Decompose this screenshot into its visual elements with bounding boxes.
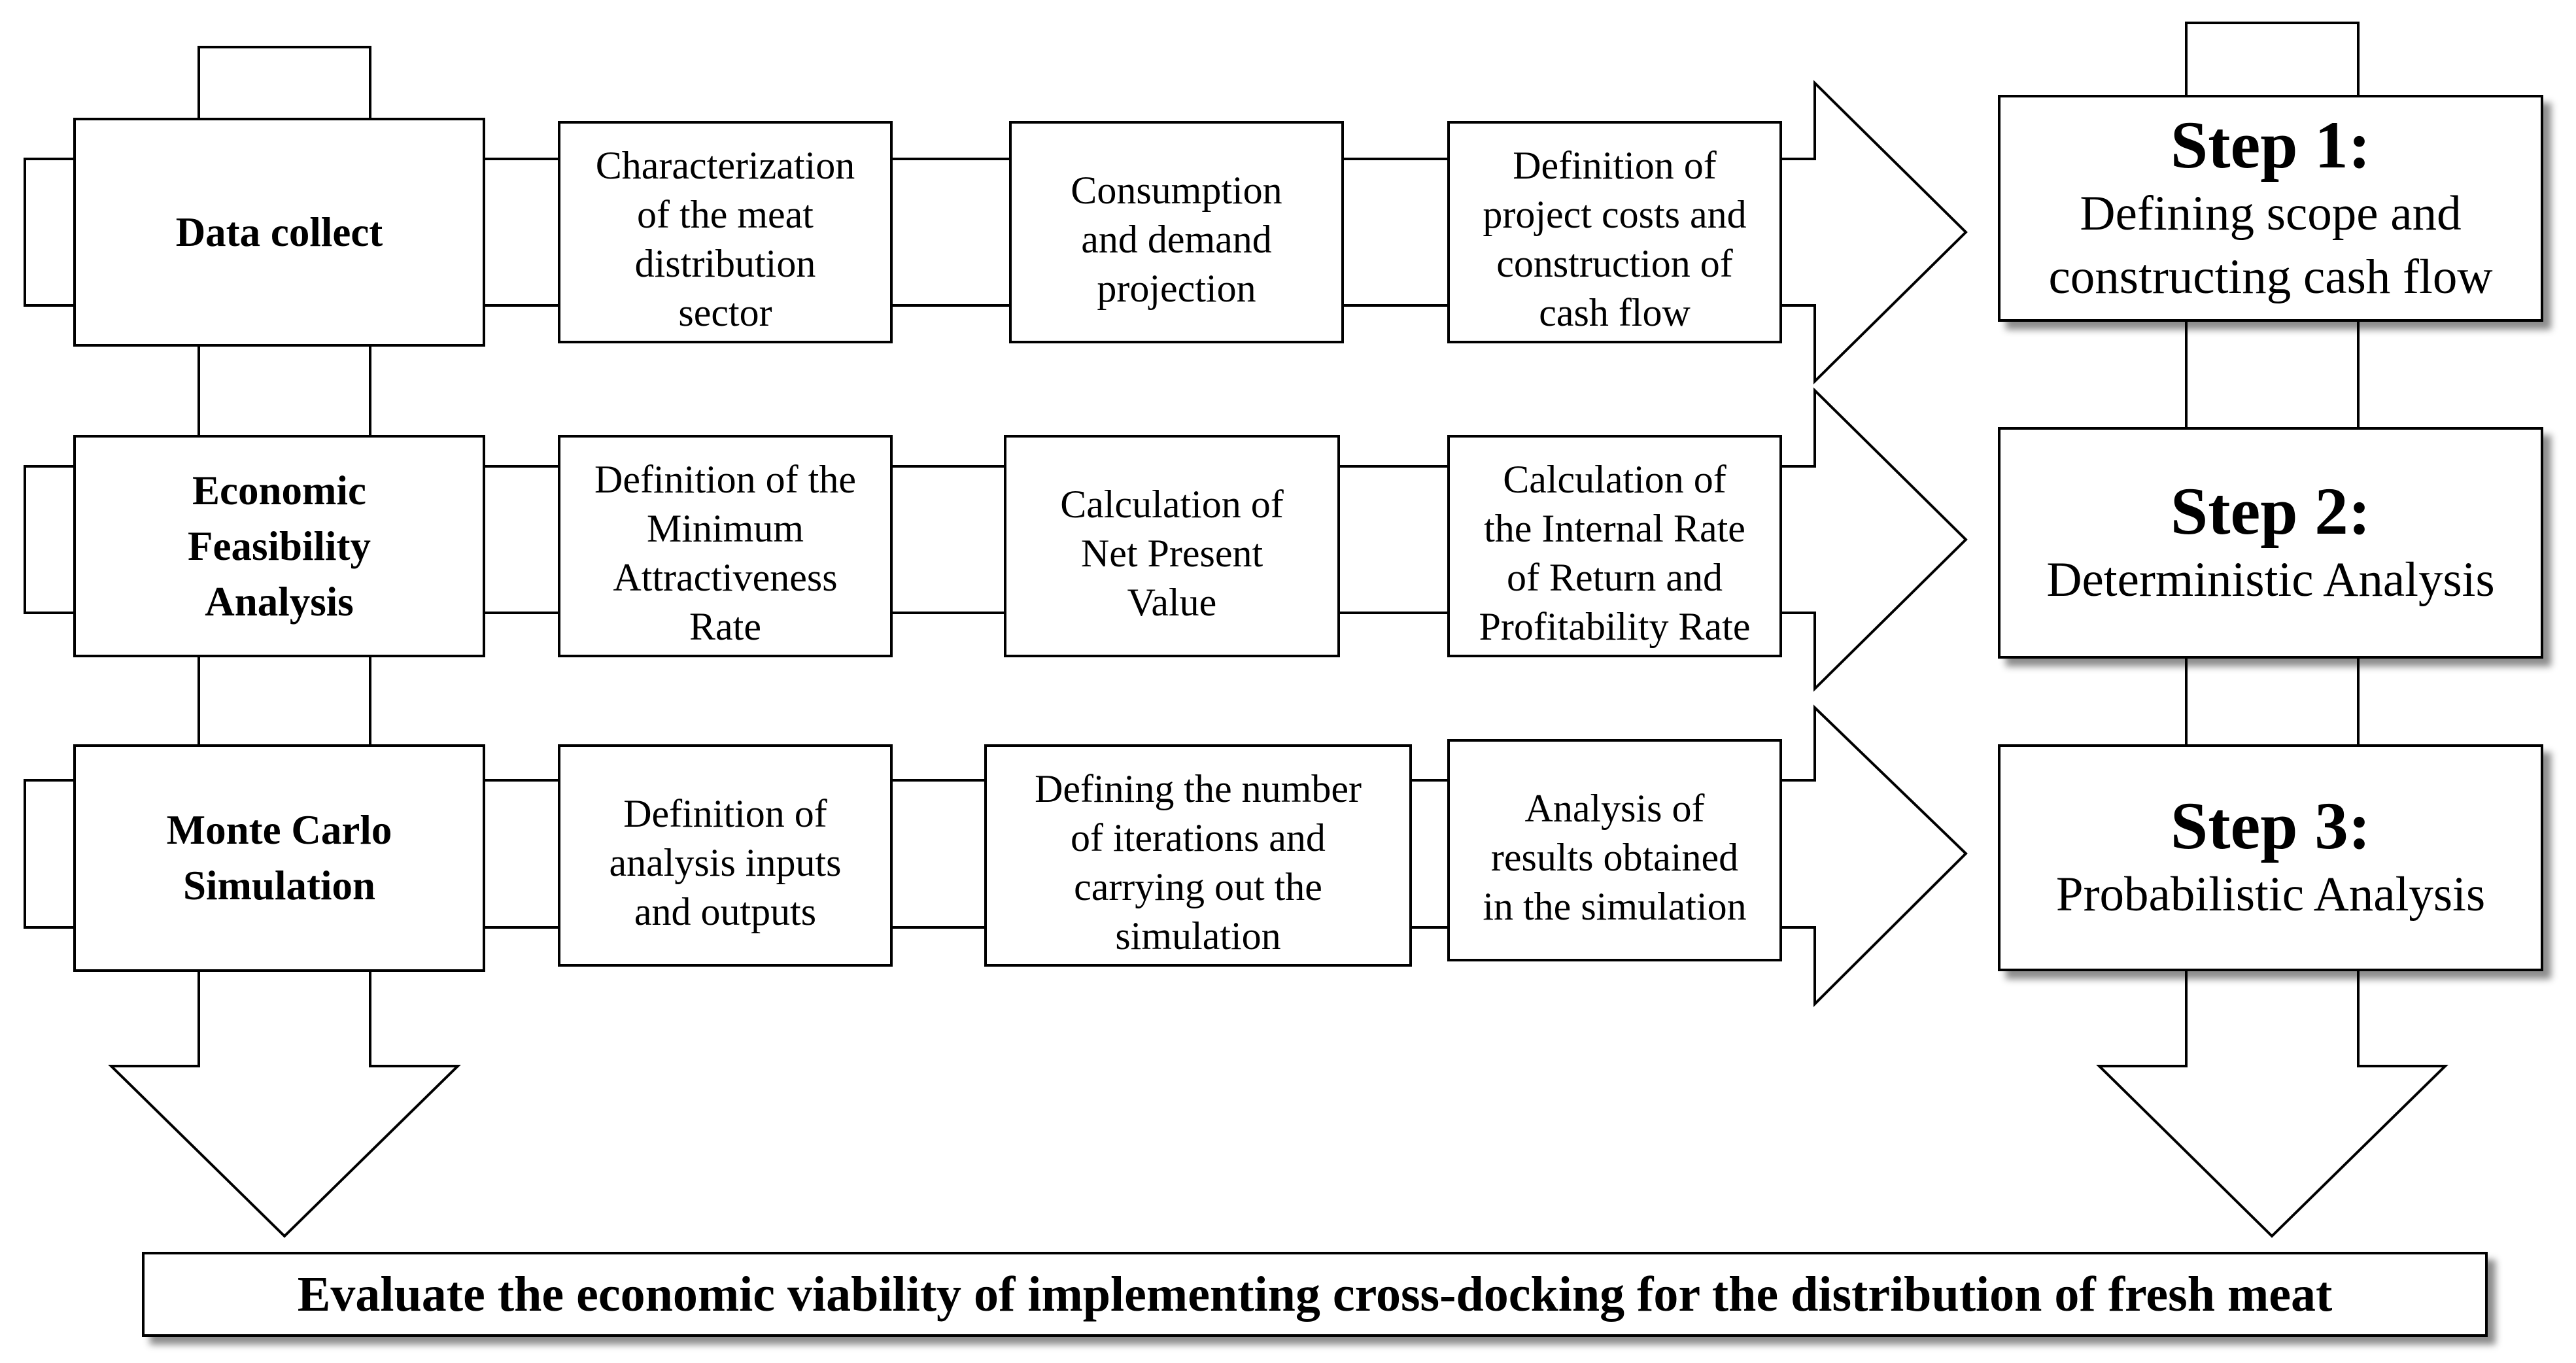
row3-box3: Analysis of results obtained in the simu… [1447,739,1782,961]
row1-box2: Consumption and demand projection [1009,121,1344,343]
row2-box2-label: Calculation of Net Present Value [1060,482,1284,624]
row3-box1: Definition of analysis inputs and output… [558,744,893,967]
data-collect-box: Data collect [73,118,485,347]
step1-subtitle: Defining scope and constructing cash flo… [2048,186,2493,304]
row3-box3-label: Analysis of results obtained in the simu… [1483,786,1747,928]
row1-box1: Characterization of the meat distributio… [558,121,893,343]
step2-subtitle: Deterministic Analysis [2046,552,2495,607]
row1-box3-label: Definition of project costs and construc… [1483,144,1747,334]
row3-box2-label: Defining the number of iterations and ca… [1035,767,1362,958]
economic-feasibility-label: Economic Feasibility Analysis [188,467,371,625]
row1-box3: Definition of project costs and construc… [1447,121,1782,343]
goal-box: Evaluate the economic viability of imple… [142,1252,2488,1337]
step1-title: Step 1: [2170,107,2371,182]
row1-box2-label: Consumption and demand projection [1071,168,1282,310]
goal-label: Evaluate the economic viability of imple… [297,1266,2333,1322]
row1-box1-label: Characterization of the meat distributio… [595,144,855,334]
row2-box1-label: Definition of the Minimum Attractiveness… [594,458,856,648]
monte-carlo-box: Monte Carlo Simulation [73,744,485,972]
row3-box2: Defining the number of iterations and ca… [984,744,1412,967]
step1-box: Step 1: Defining scope and constructing … [1998,95,2543,322]
step2-box: Step 2: Deterministic Analysis [1998,427,2543,659]
step3-title: Step 3: [2170,789,2371,863]
data-collect-label: Data collect [175,209,383,255]
row2-box1: Definition of the Minimum Attractiveness… [558,435,893,657]
step2-title: Step 2: [2170,474,2371,549]
monte-carlo-label: Monte Carlo Simulation [166,807,392,908]
economic-feasibility-box: Economic Feasibility Analysis [73,435,485,657]
step3-subtitle: Probabilistic Analysis [2055,867,2486,922]
row3-box1-label: Definition of analysis inputs and output… [609,791,842,933]
row2-box3: Calculation of the Internal Rate of Retu… [1447,435,1782,657]
row2-box3-label: Calculation of the Internal Rate of Retu… [1479,458,1751,648]
step3-box: Step 3: Probabilistic Analysis [1998,744,2543,971]
row2-box2: Calculation of Net Present Value [1004,435,1340,657]
